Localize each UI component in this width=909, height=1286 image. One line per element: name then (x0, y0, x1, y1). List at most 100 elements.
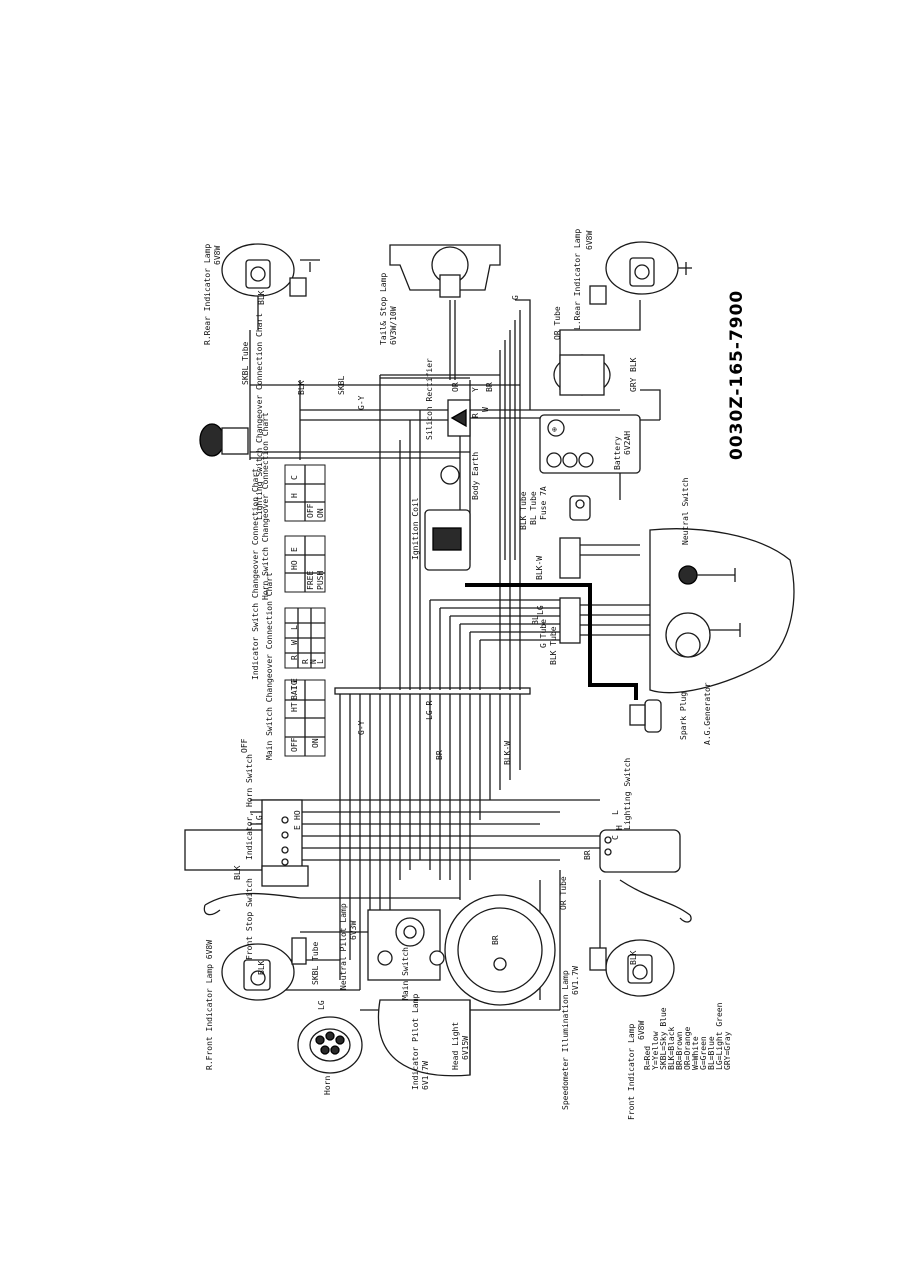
svg-text:⊕: ⊕ (552, 425, 557, 434)
label-speedometer-lamp: Speedometer Illumination Lamp (561, 970, 570, 1110)
horn-chart-free: FREE (306, 571, 315, 590)
front-indicator-lamp (589, 939, 675, 997)
legend-item: Y=Yellow (651, 1031, 660, 1070)
label-battery: Battery (613, 436, 622, 470)
wire-code: BLK (257, 960, 266, 975)
main-chart-off: OFF (290, 737, 299, 752)
wire-code: OR (451, 382, 460, 392)
label-ignition-coil: Ignition Coil (411, 497, 420, 560)
label-l-rear-indicator-spec: 6V8W (585, 231, 594, 250)
legend-item: W=White (691, 1036, 700, 1070)
ag-generator (665, 612, 741, 658)
neutral-switch (649, 528, 795, 694)
label-horn-switch-chart: Horn Switch Changeover Connection Chart (261, 412, 270, 600)
wire-code: BLK (233, 865, 242, 880)
label-blk-tube: BLK Tube (519, 491, 528, 530)
ind-chart-r-row: R (301, 659, 310, 664)
head-light (377, 999, 471, 1077)
l-rear-indicator-lamp (589, 241, 692, 305)
wire-code: G (511, 295, 520, 300)
wire-code: G-Y (357, 395, 366, 410)
wire-code: SKBL (337, 376, 346, 395)
lighting-switch-chart (284, 464, 326, 522)
wire-code: BR (491, 935, 500, 945)
legend-item: SKBL=Sky Blue (659, 1007, 668, 1070)
wire-code: LG (255, 815, 264, 825)
label-r-rear-indicator-spec: 6V8W (213, 246, 222, 265)
label-or-tube-rear: OR Tube (553, 306, 562, 340)
label-bl-tube: BL Tube (529, 491, 538, 525)
ind-chart-l-head: L (290, 625, 299, 630)
legend-item: BR=Brown (675, 1031, 684, 1070)
horn (297, 1016, 363, 1074)
label-or-tube-front: OR Tube (559, 876, 568, 910)
lighting-switch (599, 829, 692, 923)
front-stop-switch (203, 865, 309, 916)
wire-code: E (293, 825, 302, 830)
horn-chart-e: E (290, 547, 299, 552)
legend-item: GRY=Gray (723, 1031, 732, 1070)
label-front-indicator-spec: 6V8W (637, 1021, 646, 1040)
legend-item: G=Green (699, 1036, 708, 1070)
label-ag-generator: A.G.Generator (703, 682, 712, 745)
light-chart-on: ON (316, 508, 325, 518)
label-battery-spec: 6V2AH (623, 431, 632, 455)
horn-chart-ho: HO (290, 560, 299, 570)
r-front-indicator-lamp (221, 937, 307, 1001)
indicator-horn-switch (184, 799, 303, 871)
label-head-light-spec: 6V15W (461, 1036, 470, 1060)
legend-item: LG=Light Green (715, 1002, 724, 1070)
label-indicator-horn-switch: Indicator, Horn Switch (245, 754, 254, 860)
part-number: 0030Z-165-7900 (727, 290, 747, 460)
wire-code: W (481, 407, 490, 412)
main-chart-cell-off-label: OFF (240, 738, 249, 753)
label-head-light: Head Light (451, 1022, 460, 1070)
wire-code: C (611, 835, 620, 840)
label-r-front-indicator: R.Front Indicator Lamp 6V8W (205, 940, 214, 1070)
legend-item: BLK=Black (667, 1026, 676, 1070)
label-indicator-pilot-spec: 6V1.7W (421, 1061, 430, 1090)
main-switch-chart: OFF (240, 679, 326, 757)
wire-harness (249, 299, 710, 1011)
wire-code: BR (435, 750, 444, 760)
label-lighting-switch: Lighting Switch (623, 758, 632, 830)
label-skbl-tube-front: SKBL Tube (311, 941, 320, 985)
label-speedometer-lamp-spec: 6V1.7W (571, 966, 580, 995)
wire-code: BLK (257, 290, 266, 305)
label-r-rear-indicator: R.Rear Indicator Lamp (203, 244, 212, 345)
wire-code: LG (317, 1000, 326, 1010)
label-main-switch: Main Switch (401, 947, 410, 1000)
tail-stop-lamp (389, 244, 501, 298)
label-neutral-pilot-spec: 6V3W (349, 921, 358, 940)
wire-code: BLK-W (535, 556, 544, 580)
silicon-rectifier (447, 399, 471, 437)
wire-code: BR (583, 850, 592, 860)
label-front-stop-switch: Front Stop Switch (245, 878, 254, 960)
speedometer (444, 894, 556, 1006)
label-lighting-switch-chart: Lighting Switch Changeover Connection Ch… (255, 313, 264, 520)
label-front-indicator: Front Indicator Lamp (627, 1023, 636, 1120)
horn-switch-chart (284, 535, 326, 593)
fuse (569, 495, 591, 521)
r-rear-indicator-lamp (221, 243, 320, 330)
main-chart-bat: BAT (290, 685, 299, 700)
legend-item: OR=Orange (683, 1026, 692, 1070)
legend-item: R=Red (643, 1046, 652, 1070)
wire-code-labels: BLK BLK SKBL G-Y OR Y BR G R W GRY BLK B… (233, 290, 638, 1010)
wire-code: Y (471, 387, 480, 392)
label-main-switch-chart: Main Switch Changeover Connection Chart (265, 572, 274, 760)
rear-stop-switch (199, 423, 249, 457)
wire-code: BLK (297, 380, 306, 395)
wire-code: BLK (629, 950, 638, 965)
label-neutral-switch: Neutral Switch (681, 477, 690, 545)
label-tail-stop-spec: 6V3W/10W (389, 306, 398, 345)
label-fuse: Fuse 7A (539, 486, 548, 520)
wire-code: G-Y (357, 720, 366, 735)
wire-code: GRY (629, 377, 638, 392)
wire-code: LG (536, 605, 545, 615)
battery: ⊕ (539, 354, 641, 474)
light-chart-off: OFF (306, 503, 315, 518)
label-indicator-pilot: Indicator Pilot Lamp (411, 993, 420, 1090)
label-silicon-rectifier: Silicon Rectifier (425, 358, 434, 440)
